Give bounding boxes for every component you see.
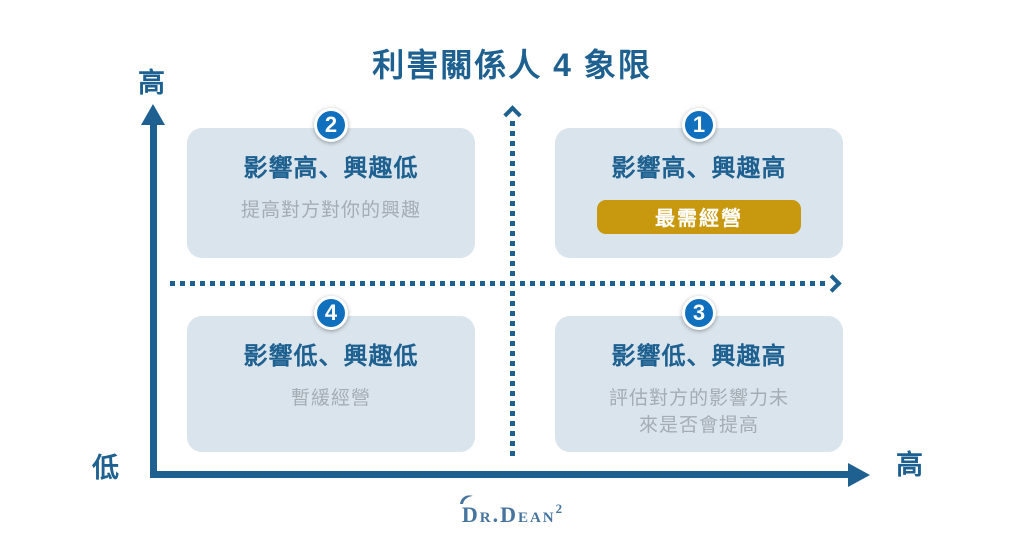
- dr-dean-logo: Dr.Dean2: [0, 495, 1024, 528]
- diagram-title: 利害關係人 4 象限: [372, 47, 652, 83]
- dotted-arrow-up-icon: [503, 105, 522, 124]
- x-axis-arrow-right-icon: [848, 463, 870, 487]
- horizontal-dotted-divider: [170, 281, 830, 286]
- quadrant-4-subtitle: 暫緩經營: [290, 387, 371, 409]
- logo-text: Dr.Dean: [461, 502, 556, 527]
- y-axis-arrow-up-icon: [141, 104, 165, 125]
- quadrant-3-number-badge: 3: [682, 296, 716, 330]
- quadrant-2-title: 影響高、興趣低: [243, 155, 419, 182]
- dotted-arrow-right-icon: [823, 274, 842, 293]
- y-axis-low-label: 低: [92, 453, 119, 483]
- quadrant-2-number: 2: [324, 112, 338, 137]
- logo-superscript: 2: [555, 501, 563, 516]
- quadrant-4-number-badge: 4: [314, 296, 348, 330]
- quadrant-2-subtitle: 提高對方對你的興趣: [240, 199, 421, 221]
- quadrant-3-subtitle: 評估對方的影響力未 來是否會提高: [608, 387, 789, 437]
- quadrant-1-number: 1: [692, 112, 706, 137]
- priority-badge: 最需經營: [597, 199, 801, 234]
- logo-wrapper: Dr.Dean2: [459, 495, 563, 528]
- quadrant-4-title: 影響低、興趣低: [243, 343, 419, 370]
- quadrant-1-box: 1 影響高、興趣高 最需經營: [555, 108, 843, 258]
- quadrant-1-title: 影響高、興趣高: [611, 155, 787, 182]
- vertical-dotted-divider: [510, 121, 515, 456]
- y-axis-high-label: 高: [138, 68, 165, 98]
- quadrant-2-number-badge: 2: [314, 108, 348, 142]
- quadrant-4-box: 4 影響低、興趣低 暫緩經營: [187, 296, 475, 452]
- x-axis-high-label: 高: [896, 450, 923, 480]
- y-axis-line: [150, 123, 157, 478]
- x-axis-line: [150, 471, 848, 478]
- quadrant-1-number-badge: 1: [682, 108, 716, 142]
- quadrant-3-number: 3: [692, 300, 706, 325]
- quadrant-3-box: 3 影響低、興趣高 評估對方的影響力未 來是否會提高: [555, 296, 843, 452]
- quadrant-2-box: 2 影響高、興趣低 提高對方對你的興趣: [187, 108, 475, 258]
- quadrant-3-title: 影響低、興趣高: [611, 343, 787, 370]
- quadrant-4-number: 4: [324, 300, 338, 325]
- logo-swoosh-icon: [459, 495, 473, 504]
